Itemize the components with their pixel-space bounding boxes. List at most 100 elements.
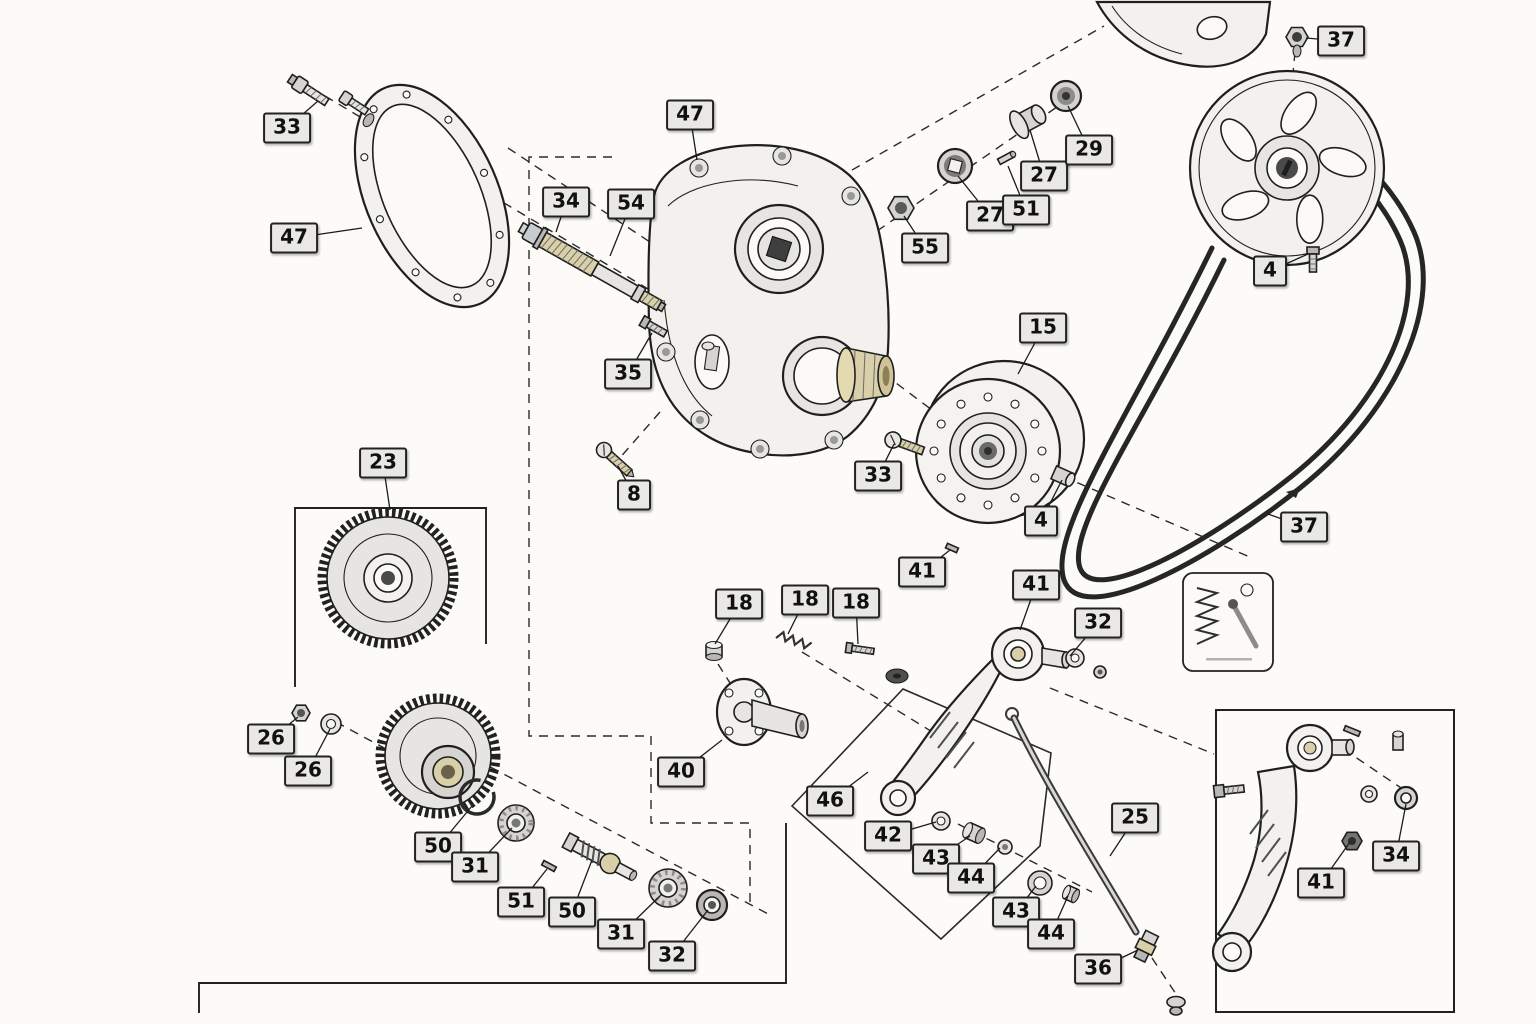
callout-33-0: 33	[263, 112, 311, 144]
callout-29-12: 29	[1065, 134, 1113, 166]
callout-33-16: 33	[854, 460, 902, 492]
stud-4-pulley15	[1049, 464, 1076, 488]
callout-42-35: 42	[864, 820, 912, 852]
housing-side-opening	[694, 334, 730, 390]
callout-41-18: 41	[898, 556, 946, 588]
inset-bolt	[1212, 783, 1246, 799]
screw-33-pulley	[884, 431, 926, 456]
grommet-18	[885, 668, 909, 684]
gasket-47	[353, 83, 511, 309]
housing-input-boss	[733, 203, 825, 295]
callout-41-31: 41	[1012, 569, 1060, 601]
callout-54-3: 54	[607, 188, 655, 220]
belt-arrow	[1286, 488, 1300, 498]
washer-below-36	[1166, 995, 1186, 1016]
gearbox-housing	[647, 144, 895, 459]
callout-4-14: 4	[1253, 255, 1287, 287]
nut-55	[887, 195, 915, 221]
callout-47-4: 47	[666, 99, 714, 131]
callout-23-7: 23	[359, 447, 407, 479]
callout-47-1: 47	[270, 222, 318, 254]
washer-32-tensioner	[1065, 648, 1085, 668]
callout-4-17: 4	[1024, 505, 1058, 537]
callout-50-22: 50	[414, 831, 462, 863]
mount-plate-46	[790, 688, 1052, 941]
pin-51-a	[996, 150, 1017, 166]
snap-ring-50	[458, 778, 496, 816]
callout-26-20: 26	[247, 723, 295, 755]
spacer-44-b	[1061, 884, 1081, 904]
callout-34-42: 34	[1372, 840, 1420, 872]
inset-ring-34	[1393, 785, 1419, 811]
callout-41-43: 41	[1297, 867, 1345, 899]
spacer-43-a	[962, 821, 986, 845]
callout-37-13: 37	[1317, 25, 1365, 57]
screw-18	[844, 641, 876, 656]
bushing-27-a	[936, 147, 974, 185]
callout-27-11: 27	[1020, 160, 1068, 192]
callout-32-27: 32	[648, 940, 696, 972]
pin-51-b	[540, 859, 558, 873]
nut-37-top	[1285, 26, 1309, 58]
bearing-31-a	[497, 804, 535, 842]
callout-15-15: 15	[1019, 312, 1067, 344]
gear-23	[317, 507, 459, 649]
callout-51-10: 51	[1002, 194, 1050, 226]
washer-44-a	[997, 839, 1013, 855]
screw-4-pulley	[1306, 246, 1320, 273]
boundary-lines	[198, 507, 787, 1013]
callout-37-19: 37	[1280, 511, 1328, 543]
bushing-27-b	[1009, 104, 1047, 140]
callout-32-32: 32	[1074, 607, 1122, 639]
callout-46-34: 46	[806, 785, 854, 817]
callout-44-37: 44	[947, 862, 995, 894]
pulley-15	[914, 359, 1086, 525]
inset-tensioner-detail	[1211, 709, 1455, 1013]
housing-output-bore	[781, 335, 895, 417]
callout-18-30: 18	[832, 587, 880, 619]
callout-31-26: 31	[597, 918, 645, 950]
inset-washer-small	[1360, 785, 1378, 803]
callout-50-25: 50	[548, 896, 596, 928]
inset-caption-smudge	[1206, 658, 1252, 661]
washer-small-tensioner	[1093, 665, 1107, 679]
tensioner-arm	[879, 626, 1071, 817]
callout-44-39: 44	[1027, 918, 1075, 950]
fitting-36	[1132, 929, 1160, 964]
bolt-33-a	[286, 73, 331, 107]
callout-27-9: 27	[966, 200, 1014, 232]
pin-41-a	[944, 542, 960, 554]
large-pulley	[1188, 69, 1386, 267]
tension-rod-25	[1005, 707, 1140, 936]
inset-nut-41	[1341, 831, 1363, 851]
cap-29	[1049, 79, 1083, 113]
inset-pin	[1342, 724, 1362, 738]
input-shaft-34-54	[517, 221, 667, 313]
screw-35	[638, 314, 669, 338]
drive-belt	[1059, 135, 1426, 600]
collar-32	[695, 888, 729, 922]
bracket-40	[715, 677, 809, 747]
washer-26	[320, 713, 342, 735]
screw-8	[595, 441, 635, 478]
plug-18	[705, 640, 723, 662]
callout-18-28: 18	[715, 588, 763, 620]
gear-lower	[375, 693, 501, 819]
callout-34-2: 34	[542, 186, 590, 218]
callout-35-5: 35	[604, 358, 652, 390]
callout-40-33: 40	[657, 756, 705, 788]
shaft-50	[561, 831, 638, 882]
callout-18-29: 18	[781, 584, 829, 616]
bolt-33-b	[338, 90, 375, 128]
callout-25-41: 25	[1111, 802, 1159, 834]
callout-31-23: 31	[451, 851, 499, 883]
inset-stud	[1392, 730, 1404, 751]
callout-36-40: 36	[1074, 953, 1122, 985]
spring-18	[775, 630, 813, 651]
callout-55-8: 55	[901, 232, 949, 264]
callout-26-21: 26	[284, 755, 332, 787]
callout-51-24: 51	[497, 886, 545, 918]
upper-bracket	[1095, 0, 1272, 68]
